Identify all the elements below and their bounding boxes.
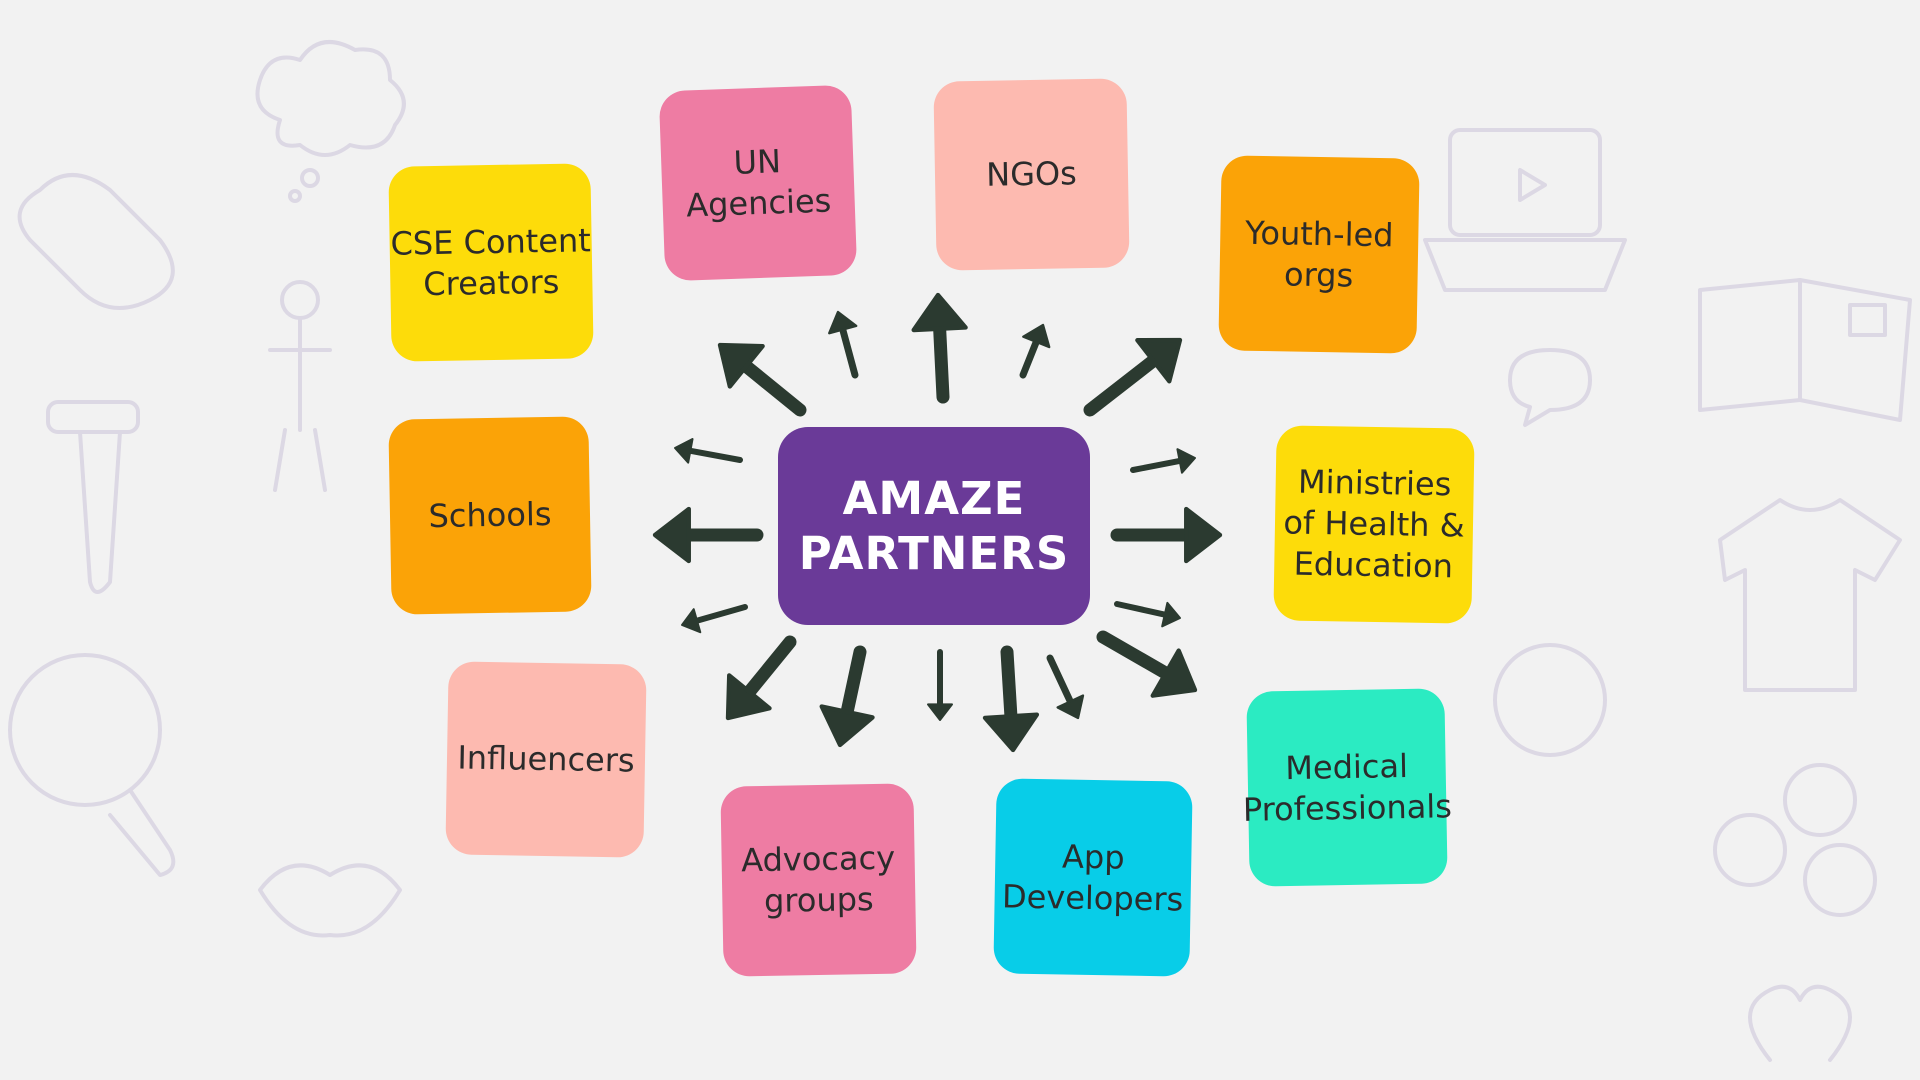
arrow-9 — [725, 635, 797, 721]
arrow-6 — [674, 438, 743, 464]
partner-node-cse-content-creators: CSE Content Creators — [388, 163, 594, 362]
arrow-13 — [1046, 654, 1085, 720]
tshirt-icon — [1718, 498, 1902, 692]
arrow-16 — [1114, 601, 1181, 628]
partner-label-line: orgs — [1283, 254, 1354, 295]
partner-label-line: CSE Content — [390, 220, 592, 263]
arrow-8 — [681, 604, 748, 634]
arrow-17 — [1130, 448, 1196, 474]
partner-node-influencers: Influencers — [445, 661, 647, 858]
partner-label-line: Influencers — [457, 738, 635, 780]
partner-label-line: Agencies — [685, 181, 832, 225]
partner-label-line: App — [1061, 836, 1125, 877]
partner-label-line: Developers — [1001, 876, 1184, 919]
arrow-7 — [652, 506, 764, 564]
boy-face-icon — [1493, 643, 1607, 757]
arrow-3 — [911, 292, 968, 404]
laptop-icon — [1423, 128, 1627, 292]
partner-node-schools: Schools — [388, 416, 592, 615]
arrow-1 — [717, 342, 807, 417]
heart-icon — [1748, 984, 1852, 1062]
center-title-line-2: PARTNERS — [798, 527, 1070, 580]
partner-node-un-agencies: UN Agencies — [658, 84, 858, 282]
partner-label-line: Youth-led — [1244, 213, 1394, 254]
arrow-15 — [1110, 506, 1223, 564]
arrow-10 — [819, 645, 875, 748]
partner-label-line: Advocacy — [740, 838, 896, 880]
partner-node-medical-professionals: Medical Professionals — [1243, 688, 1452, 887]
thought-cloud-icon — [255, 40, 406, 203]
center-node-amaze-partners: AMAZE PARTNERS — [778, 427, 1090, 625]
partner-label-line: Schools — [428, 494, 552, 536]
hand-mirror-icon — [8, 653, 176, 877]
center-title-line-1: AMAZE — [842, 472, 1026, 525]
partner-label-line: NGOs — [985, 154, 1078, 194]
partner-label-line: UN — [732, 142, 782, 182]
partner-label-line: Medical — [1285, 746, 1409, 787]
speech-bubble-icon — [1508, 348, 1592, 427]
partner-label-line: Creators — [422, 262, 560, 303]
person-icon — [268, 280, 332, 492]
partner-label-line: of Health & — [1283, 503, 1465, 545]
partner-label-line: Professionals — [1242, 786, 1453, 829]
arrow-14 — [1096, 630, 1198, 698]
arrow-5 — [1083, 337, 1183, 417]
arrow-11 — [927, 649, 953, 721]
partner-node-advocacy-groups: Advocacy groups — [720, 783, 917, 977]
partner-node-youth-led-orgs: Youth-led orgs — [1218, 155, 1420, 354]
arrow-12 — [982, 645, 1040, 753]
razor-icon — [46, 400, 140, 594]
partner-label-line: Education — [1293, 544, 1454, 586]
open-book-icon — [1698, 278, 1912, 422]
partner-label-line: groups — [763, 880, 874, 920]
arrow-4 — [1019, 323, 1051, 379]
lips-icon — [258, 863, 402, 938]
emotion-faces-icon — [1713, 763, 1877, 917]
partner-label-line: Ministries — [1297, 462, 1452, 504]
partner-node-ngos: NGOs — [933, 78, 1130, 271]
partner-node-ministries: Ministries of Health & Education — [1273, 425, 1475, 624]
sanitary-pad-icon — [17, 173, 175, 310]
partner-node-app-developers: App Developers — [993, 778, 1193, 977]
arrow-2 — [828, 310, 859, 379]
